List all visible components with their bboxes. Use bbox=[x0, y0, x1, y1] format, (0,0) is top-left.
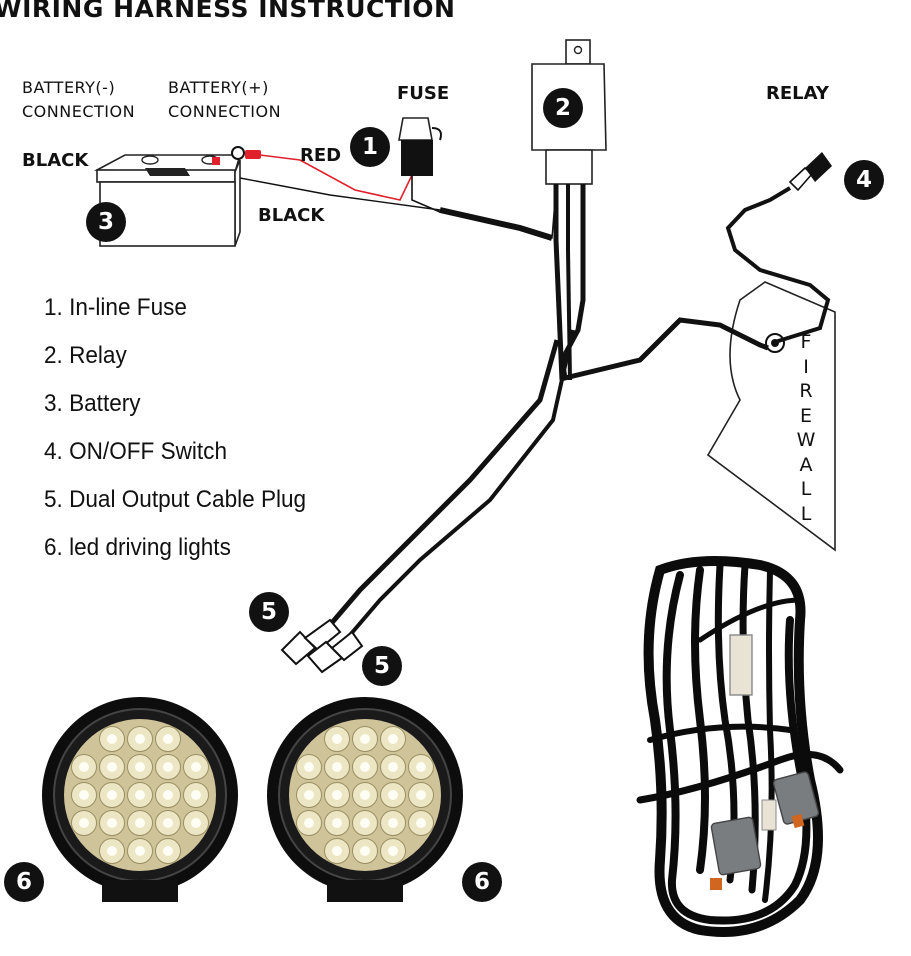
led-chip-core bbox=[79, 790, 89, 800]
led-chip-core bbox=[388, 734, 398, 744]
badge-plug-a: 5 bbox=[249, 592, 289, 632]
led-chip-core bbox=[332, 818, 342, 828]
battery-positive-line1: BATTERY(+) bbox=[168, 78, 269, 97]
harness-relay-block bbox=[729, 634, 753, 696]
harness-coil bbox=[636, 556, 844, 937]
badge-light-right: 6 bbox=[462, 862, 502, 902]
legend-item: 6. led driving lights bbox=[44, 534, 231, 561]
page-title: WIRING HARNESS INSTRUCTION bbox=[0, 0, 456, 23]
led-chip-core bbox=[107, 818, 117, 828]
firewall-letter: L bbox=[800, 478, 812, 500]
led-chip-core bbox=[107, 762, 117, 772]
firewall-letter: W bbox=[796, 429, 816, 451]
fuse-label: FUSE bbox=[397, 83, 450, 104]
led-chip-core bbox=[332, 846, 342, 856]
battery-positive-label: BATTERY(+) CONNECTION bbox=[168, 76, 281, 124]
legend-item: 5. Dual Output Cable Plug bbox=[44, 486, 307, 513]
battery-negative-line2: CONNECTION bbox=[22, 102, 136, 121]
led-chip-core bbox=[360, 762, 370, 772]
led-chip-core bbox=[135, 846, 145, 856]
led-chip-core bbox=[332, 790, 342, 800]
led-chip-core bbox=[107, 734, 117, 744]
badge-relay: 2 bbox=[543, 88, 583, 128]
led-chip-core bbox=[107, 846, 117, 856]
led-chip-core bbox=[304, 818, 314, 828]
component-legend: 1. In-line Fuse 2. Relay 3. Battery 4. O… bbox=[44, 288, 323, 576]
led-chip-core bbox=[388, 762, 398, 772]
badge-plug-b: 5 bbox=[362, 646, 402, 686]
led-chip-core bbox=[304, 762, 314, 772]
led-chip-core bbox=[388, 790, 398, 800]
legend-item: 2. Relay bbox=[44, 342, 127, 369]
firewall-letter: L bbox=[800, 502, 812, 525]
led-chip-core bbox=[360, 790, 370, 800]
legend-item: 1. In-line Fuse bbox=[44, 294, 187, 321]
led-chip-core bbox=[135, 762, 145, 772]
firewall-letter: R bbox=[799, 380, 813, 402]
dual-plug bbox=[280, 618, 364, 674]
badge-fuse: 1 bbox=[350, 127, 390, 167]
led-chip-core bbox=[332, 734, 342, 744]
led-chip-core bbox=[360, 846, 370, 856]
led-chip-core bbox=[163, 734, 173, 744]
battery-negative-label: BATTERY(-) CONNECTION bbox=[22, 76, 135, 124]
led-chip-core bbox=[388, 818, 398, 828]
led-chip-core bbox=[191, 790, 201, 800]
firewall-letter: F bbox=[800, 331, 812, 353]
led-chip-core bbox=[79, 818, 89, 828]
firewall-panel bbox=[706, 281, 836, 552]
led-chip-core bbox=[135, 734, 145, 744]
red-wire-label: RED bbox=[300, 145, 342, 166]
led-chip-core bbox=[304, 790, 314, 800]
legend-item: 3. Battery bbox=[44, 390, 141, 417]
led-chip-core bbox=[360, 734, 370, 744]
led-chip-core bbox=[107, 790, 117, 800]
led-chip-core bbox=[135, 818, 145, 828]
fuse-holder bbox=[398, 117, 442, 176]
firewall-letter: E bbox=[799, 404, 812, 427]
relay-label: RELAY bbox=[766, 83, 829, 104]
black-wire-label: BLACK bbox=[258, 205, 325, 226]
led-chip-core bbox=[388, 846, 398, 856]
led-chip-core bbox=[360, 818, 370, 828]
led-chip-core bbox=[332, 762, 342, 772]
badge-switch: 4 bbox=[844, 160, 884, 200]
legend-item: 4. ON/OFF Switch bbox=[44, 438, 228, 465]
led-chip-core bbox=[191, 818, 201, 828]
battery-negative-line1: BATTERY(-) bbox=[22, 78, 116, 97]
firewall-letter: A bbox=[799, 453, 813, 476]
led-chip-core bbox=[416, 762, 426, 772]
black-terminal-label: BLACK bbox=[22, 150, 89, 171]
led-chip-core bbox=[163, 762, 173, 772]
firewall-letter: I bbox=[803, 355, 809, 378]
led-chip-core bbox=[79, 762, 89, 772]
led-chip-core bbox=[163, 846, 173, 856]
red-wire bbox=[259, 154, 413, 201]
badge-light-left: 6 bbox=[4, 862, 44, 902]
switch-connector bbox=[788, 152, 832, 192]
led-chip-core bbox=[163, 818, 173, 828]
led-chip-core bbox=[416, 818, 426, 828]
led-chip-core bbox=[191, 762, 201, 772]
led-chip-core bbox=[135, 790, 145, 800]
battery-positive-line2: CONNECTION bbox=[168, 102, 282, 121]
badge-battery: 3 bbox=[86, 202, 126, 242]
led-chip-core bbox=[416, 790, 426, 800]
led-chip-core bbox=[163, 790, 173, 800]
